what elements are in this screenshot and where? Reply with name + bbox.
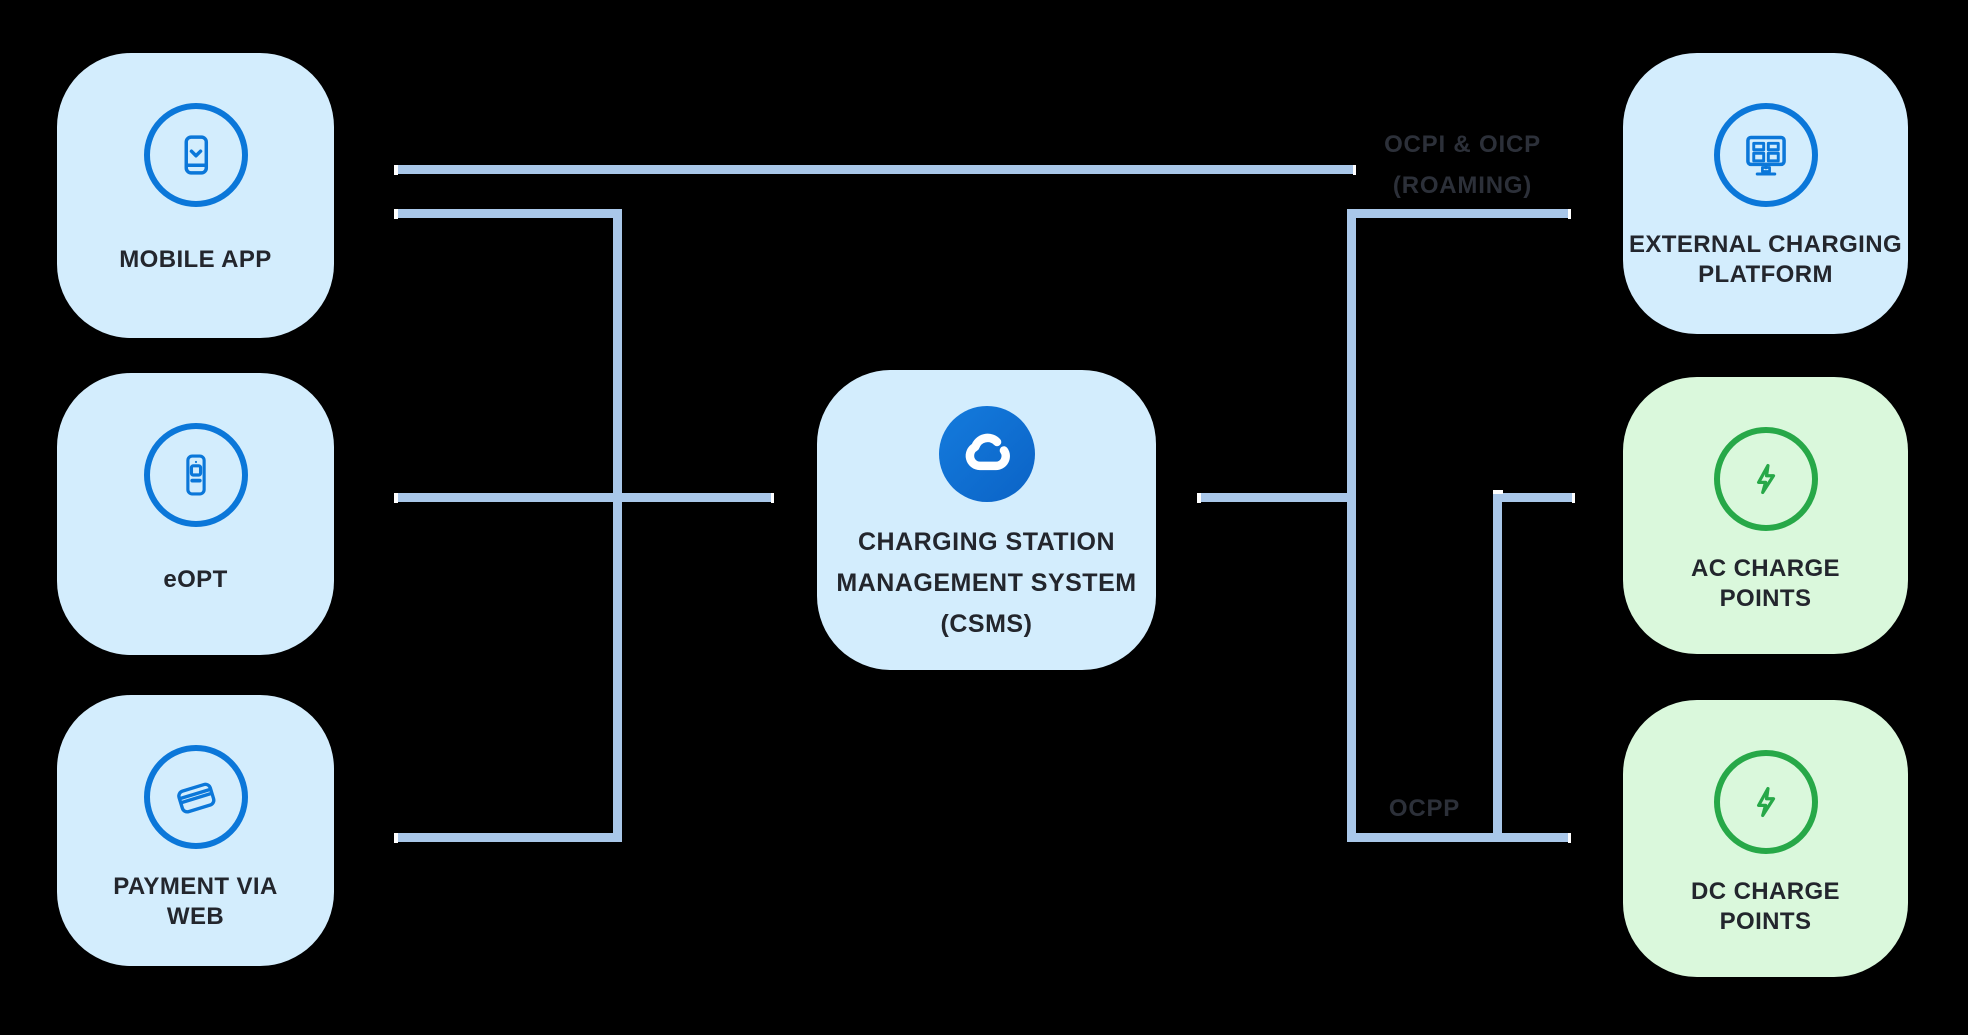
connector-csms-to-right-trunk (1197, 492, 1356, 503)
node-ac-charge-points: AC CHARGE POINTS (1623, 377, 1908, 654)
connector-payment-to-left-trunk (394, 832, 622, 843)
node-csms: CHARGING STATION MANAGEMENT SYSTEM (CSMS… (817, 370, 1156, 670)
node-label: CHARGING STATION MANAGEMENT SYSTEM (CSMS… (836, 528, 1137, 638)
charging-platform-monitor-icon (1738, 127, 1794, 183)
node-label: eOPT (163, 566, 228, 593)
icon-ring (1713, 427, 1818, 531)
node-label: EXTERNAL CHARGING PLATFORM (1628, 231, 1903, 288)
node-mobile-app: MOBILE APP (57, 53, 334, 338)
icon-ring (1713, 103, 1818, 207)
payment-kiosk-icon (170, 449, 222, 501)
ocpp-protocol-label: OCPP (1388, 795, 1461, 822)
lightning-bolt-icon (1740, 776, 1792, 828)
node-label: AC CHARGE POINTS (1691, 555, 1840, 612)
node-external-charging-platform: EXTERNAL CHARGING PLATFORM (1623, 53, 1908, 334)
connector-elbow-vertical (1492, 490, 1503, 842)
connector-elbow-to-ac-points (1493, 492, 1575, 503)
connector-trunk-to-external-platform (1347, 208, 1571, 219)
node-label: DC CHARGE POINTS (1691, 878, 1840, 935)
connector-mobile-to-left-trunk (394, 208, 622, 219)
connector-right-trunk (1347, 209, 1356, 842)
icon-ring (143, 745, 248, 849)
connector-left-trunk (613, 209, 622, 842)
smartphone-download-icon (170, 129, 222, 181)
icon-ring (143, 103, 248, 207)
connector-eopt-to-csms (394, 492, 774, 503)
connector-mobile-to-roaming (394, 164, 1356, 175)
cloud-icon (938, 406, 1035, 502)
node-eopt: eOPT (57, 373, 334, 655)
lightning-bolt-icon (1740, 453, 1792, 505)
node-dc-charge-points: DC CHARGE POINTS (1623, 700, 1908, 977)
icon-ring (1713, 750, 1818, 854)
connector-ocpp-to-dc-points (1347, 832, 1571, 843)
node-payment-via-web: PAYMENT VIA WEB (57, 695, 334, 966)
node-label: PAYMENT VIA WEB (113, 873, 278, 930)
icon-ring (143, 423, 248, 527)
credit-card-icon (169, 770, 223, 824)
roaming-protocol-label: OCPI & OICP (ROAMING) (1384, 131, 1541, 199)
node-label: MOBILE APP (119, 246, 272, 273)
